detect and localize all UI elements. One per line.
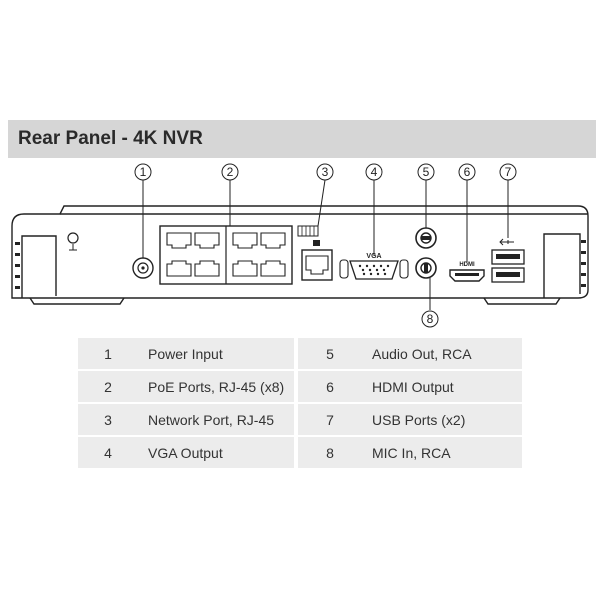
table-row: 3 Network Port, RJ-45 7 USB Ports (x2) xyxy=(78,404,522,435)
callout-4: 4 xyxy=(365,163,383,181)
usb-ports xyxy=(491,238,525,283)
row-number: 4 xyxy=(78,437,138,468)
callout-6: 6 xyxy=(458,163,476,181)
row-label: Network Port, RJ-45 xyxy=(138,404,294,435)
power-input-port xyxy=(132,257,154,279)
row-label: MIC In, RCA xyxy=(362,437,522,468)
svg-text:6: 6 xyxy=(464,165,471,179)
callout-8: 8 xyxy=(421,310,439,328)
svg-text:4: 4 xyxy=(371,165,378,179)
row-number: 7 xyxy=(298,404,362,435)
row-number: 3 xyxy=(78,404,138,435)
header-bar: Rear Panel - 4K NVR xyxy=(8,120,596,158)
row-number: 8 xyxy=(298,437,362,468)
row-number: 5 xyxy=(298,338,362,369)
left-vents xyxy=(15,242,20,289)
svg-text:1: 1 xyxy=(140,165,147,179)
callout-1: 1 xyxy=(134,163,152,181)
table-row: 1 Power Input 5 Audio Out, RCA xyxy=(78,338,522,369)
vga-port: VGA xyxy=(339,253,409,280)
network-port xyxy=(297,225,333,281)
table-row: 4 VGA Output 8 MIC In, RCA xyxy=(78,437,522,468)
audio-out-port xyxy=(415,227,437,249)
callout-7: 7 xyxy=(499,163,517,181)
row-label: HDMI Output xyxy=(362,371,522,402)
poe-port-block xyxy=(159,225,293,285)
mic-in-port xyxy=(415,257,437,279)
row-number: 2 xyxy=(78,371,138,402)
port-legend-table: 1 Power Input 5 Audio Out, RCA 2 PoE Por… xyxy=(78,336,522,470)
svg-text:8: 8 xyxy=(427,312,434,326)
callout-3: 3 xyxy=(316,163,334,181)
hdmi-port-label: HDMI xyxy=(459,262,475,268)
right-vents xyxy=(581,240,586,287)
vga-port-label: VGA xyxy=(366,253,381,260)
svg-text:7: 7 xyxy=(505,165,512,179)
row-number: 1 xyxy=(78,338,138,369)
row-label: PoE Ports, RJ-45 (x8) xyxy=(138,371,294,402)
callout-2: 2 xyxy=(221,163,239,181)
svg-text:5: 5 xyxy=(423,165,430,179)
row-label: Audio Out, RCA xyxy=(362,338,522,369)
row-number: 6 xyxy=(298,371,362,402)
svg-text:2: 2 xyxy=(227,165,234,179)
hdmi-port: HDMI xyxy=(449,262,485,282)
callout-5: 5 xyxy=(417,163,435,181)
nvr-chassis xyxy=(11,205,589,305)
usb-icon xyxy=(499,238,514,246)
ground-screw-icon xyxy=(67,232,79,251)
row-label: VGA Output xyxy=(138,437,294,468)
callout-leaders xyxy=(142,179,509,310)
svg-text:3: 3 xyxy=(322,165,329,179)
table-row: 2 PoE Ports, RJ-45 (x8) 6 HDMI Output xyxy=(78,371,522,402)
page-title: Rear Panel - 4K NVR xyxy=(18,128,203,149)
row-label: USB Ports (x2) xyxy=(362,404,522,435)
row-label: Power Input xyxy=(138,338,294,369)
